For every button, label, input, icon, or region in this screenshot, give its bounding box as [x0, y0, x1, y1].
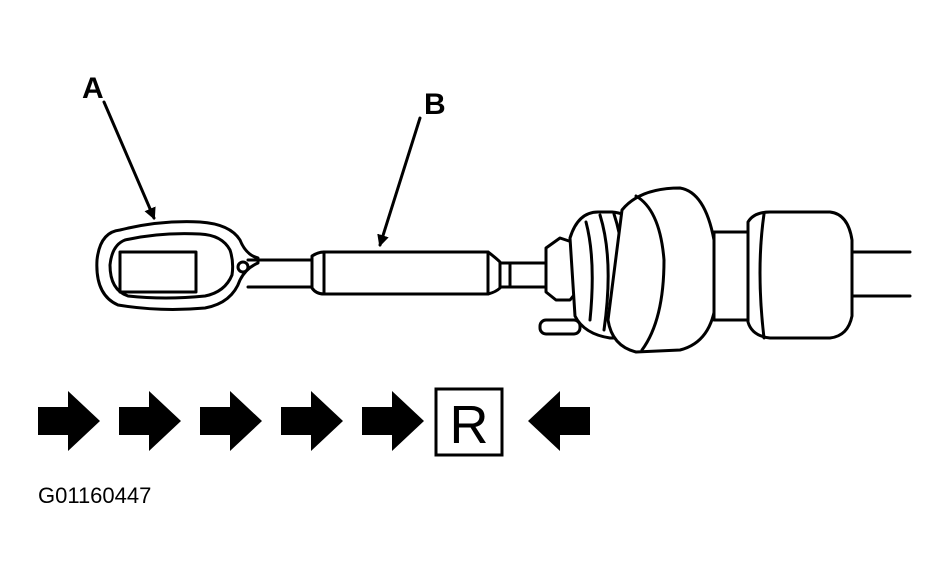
- label-b: B: [424, 88, 446, 121]
- shift-position-indicator: R: [38, 387, 590, 457]
- left-arrow-icon: [528, 391, 590, 451]
- right-arrow-icon: [119, 391, 181, 451]
- inner-rod: [498, 261, 548, 289]
- right-arrow-icon: [362, 391, 424, 451]
- leader-line-a: [102, 100, 156, 220]
- cable-rod: [246, 258, 314, 289]
- right-arrow-icon: [200, 391, 262, 451]
- cable-sleeve: [310, 250, 502, 296]
- figure-code: G01160447: [38, 483, 151, 508]
- label-a: A: [82, 72, 104, 105]
- right-arrow-icon: [38, 391, 100, 451]
- position-box: [434, 387, 504, 457]
- position-letter: R: [450, 395, 489, 455]
- cable-end-eyelet: [95, 220, 260, 311]
- leader-line-b: [377, 116, 422, 247]
- cable-housing: [538, 186, 912, 354]
- right-arrow-icon: [281, 391, 343, 451]
